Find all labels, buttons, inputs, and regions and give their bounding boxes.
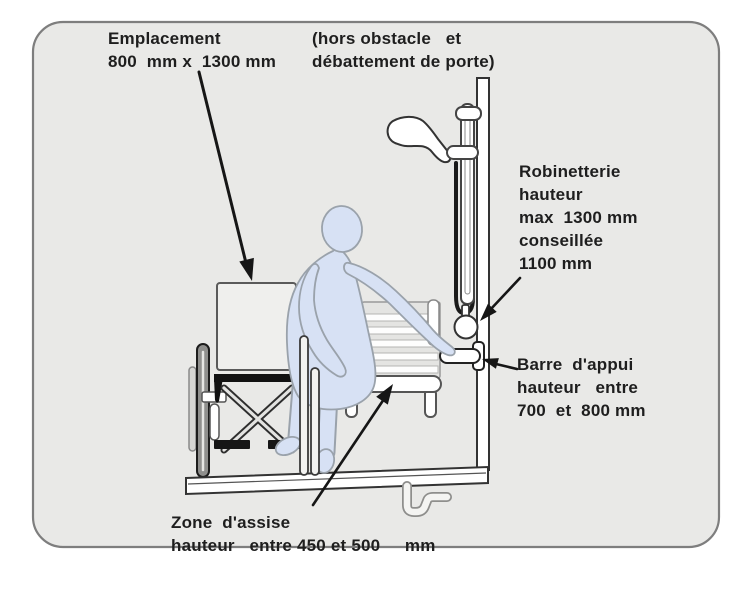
wheelchair-far-wheel — [188, 366, 197, 452]
shower-floor — [185, 465, 489, 496]
shower-rail — [460, 103, 475, 305]
annotation-arrows — [197, 70, 522, 507]
arrow-robinetterie — [480, 276, 522, 321]
label-clearance-note: (hors obstacle et débattement de porte) — [312, 29, 495, 71]
drain-pipe — [402, 481, 452, 517]
wheelchair-backrest — [216, 282, 297, 371]
label-robinetterie: Robinetterie hauteur max 1300 mm conseil… — [519, 162, 638, 273]
arrow-zone-assise — [311, 384, 393, 507]
wheelchair-frame-joint — [214, 378, 223, 403]
wheelchair-front-post — [299, 335, 309, 476]
arrow-barre-appui — [482, 358, 519, 371]
wheelchair-brake — [201, 391, 227, 403]
wheelchair-frame-tube — [209, 403, 220, 441]
bench-leg — [424, 388, 437, 418]
arrow-emplacement — [197, 70, 254, 281]
shower-head-holder — [446, 145, 479, 160]
person-right-arm — [343, 261, 456, 357]
wheelchair-front — [299, 335, 320, 476]
person-left-arm — [298, 262, 347, 378]
wheelchair-front-caster — [310, 367, 320, 476]
wall — [476, 77, 490, 471]
person-head — [321, 205, 363, 253]
wheelchair-footrest-bar — [214, 440, 250, 449]
wheelchair-seat-bar — [214, 374, 298, 382]
rail-wall-bracket — [455, 106, 482, 121]
label-barre-appui: Barre d'appui hauteur entre 700 et 800 m… — [517, 355, 646, 420]
label-zone-assise: Zone d'assise hauteur entre 450 et 500 m… — [171, 513, 436, 555]
faucet-knob — [453, 304, 479, 340]
label-emplacement: Emplacement 800 mm x 1300 mm — [108, 29, 277, 71]
person-transferring — [274, 205, 456, 474]
